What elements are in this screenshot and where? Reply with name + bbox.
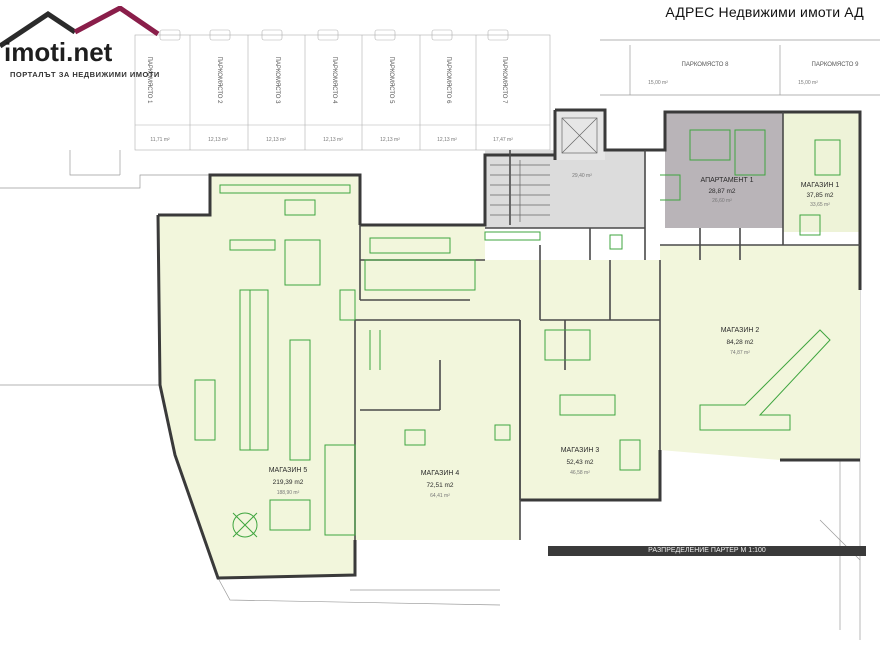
plan-title: РАЗПРЕДЕЛЕНИЕ ПАРТЕР М 1:100 [548, 546, 866, 556]
parking-area-2: 12,13 m² [208, 137, 228, 143]
building-fill [158, 110, 860, 578]
shop1-area: 37,85 m2 [806, 192, 833, 199]
parking-area-5: 12,13 m² [380, 137, 400, 143]
parking-label-1: ПАРКОМЯСТО 1 [146, 57, 152, 105]
logo-wordmark: imoti.net [4, 37, 113, 67]
house-roof-icon: imoti.net ПОРТАЛЪТ ЗА НЕДВИЖИМИ ИМОТИ [0, 5, 160, 79]
partitions [354, 112, 860, 540]
parking-label-8: ПАРКОМЯСТО 8 [682, 62, 730, 68]
shop3-label: МАГАЗИН 3 [561, 447, 600, 454]
parking-label-6: ПАРКОМЯСТО 6 [445, 57, 451, 105]
apt1-label: АПАРТАМЕНТ 1 [700, 177, 753, 184]
shop1-sub: 33,65 m² [810, 202, 830, 208]
agency-name: АДРЕС Недвижими имоти АД [665, 4, 864, 20]
shop3-area: 52,43 m2 [566, 459, 593, 466]
shop2-area: 84,28 m2 [726, 339, 753, 346]
shop1-label: МАГАЗИН 1 [801, 182, 840, 189]
parking-label-9: ПАРКОМЯСТО 9 [812, 62, 860, 68]
stairs [490, 117, 598, 222]
parking-label-7: ПАРКОМЯСТО 7 [501, 57, 507, 105]
fixtures [194, 129, 841, 538]
parking-area-7: 17,47 m² [493, 137, 513, 143]
walls [156, 108, 862, 580]
shop3-sub: 46,58 m² [570, 470, 590, 476]
shop4-label: МАГАЗИН 4 [421, 470, 460, 477]
room-labels: МАГАЗИН 5 219,39 m2 188,90 m² МАГАЗИН 4 … [269, 173, 840, 499]
shop2-label: МАГАЗИН 2 [721, 327, 760, 334]
parking-label-2: ПАРКОМЯСТО 2 [216, 57, 222, 105]
parking-area-3: 12,13 m² [266, 137, 286, 143]
parking-area-8: 15,00 m² [648, 80, 668, 86]
parking-area-9: 15,00 m² [798, 80, 818, 86]
parking-area [134, 29, 551, 151]
shop4-area: 72,51 m2 [426, 482, 453, 489]
shop5-area: 219,39 m2 [273, 479, 304, 486]
apt1-sub: 26,60 m² [712, 198, 732, 204]
shop2-sub: 74,87 m² [730, 350, 750, 356]
imoti-logo[interactable]: imoti.net ПОРТАЛЪТ ЗА НЕДВИЖИМИ ИМОТИ [0, 5, 170, 84]
shop4-sub: 64,41 m² [430, 493, 450, 499]
parking-label-5: ПАРКОМЯСТО 5 [388, 57, 394, 105]
parking-label-4: ПАРКОМЯСТО 4 [331, 57, 337, 105]
parking-label-3: ПАРКОМЯСТО 3 [274, 57, 280, 105]
shop5-label: МАГАЗИН 5 [269, 467, 308, 474]
stair-area: 29,40 m² [572, 173, 592, 179]
parking-labels: ПАРКОМЯСТО 1 ПАРКОМЯСТО 2 ПАРКОМЯСТО 3 П… [146, 57, 859, 143]
parking-area-6: 12,13 m² [437, 137, 457, 143]
parking-area-4: 12,13 m² [323, 137, 343, 143]
apt1-area: 28,87 m2 [708, 188, 735, 195]
shop5-sub: 188,90 m² [277, 490, 300, 496]
parking-area-1: 11,71 m² [150, 137, 170, 143]
logo-tagline: ПОРТАЛЪТ ЗА НЕДВИЖИМИ ИМОТИ [10, 70, 160, 79]
